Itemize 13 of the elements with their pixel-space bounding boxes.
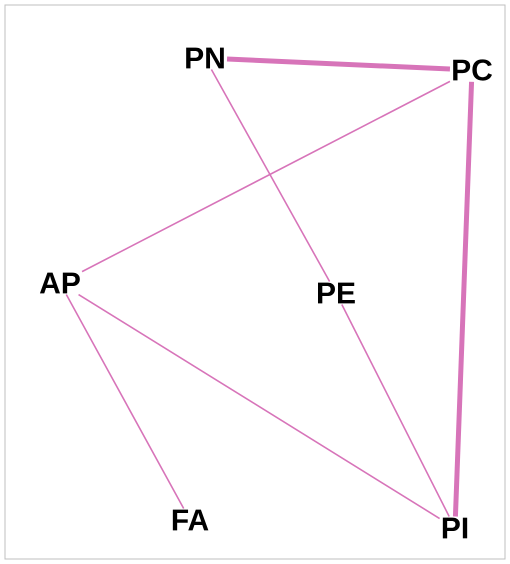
connector-line	[66, 294, 184, 509]
node-label: PC	[453, 59, 492, 81]
node-label: PE	[318, 282, 355, 304]
node-label: FA	[172, 510, 208, 530]
connector-line	[226, 56, 450, 72]
connector-line	[341, 304, 450, 517]
node-label: PN	[186, 48, 224, 68]
node-label: AP	[40, 272, 80, 294]
connector-line	[210, 69, 330, 282]
node-label: PI	[442, 518, 468, 538]
connector-line	[452, 82, 474, 517]
connector-line	[82, 80, 450, 272]
connector-line	[78, 294, 440, 520]
